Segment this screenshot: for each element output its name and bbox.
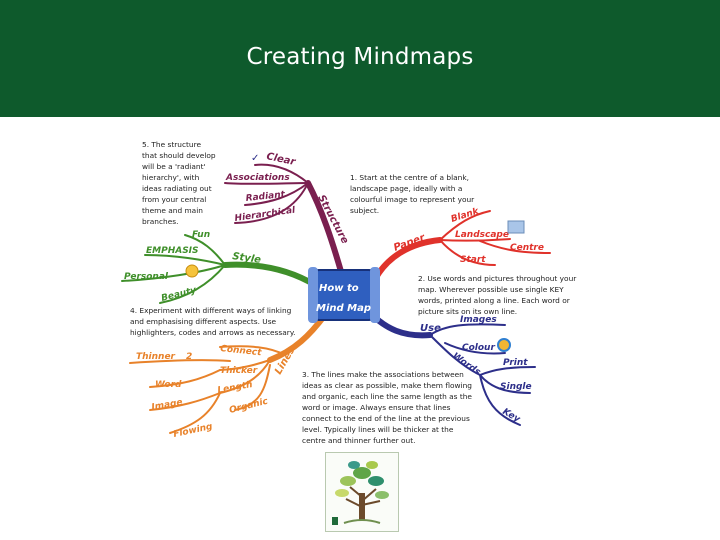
twig-thinner xyxy=(129,359,231,364)
twig-fun xyxy=(184,234,226,266)
svg-text:3. The lines make the associat: 3. The lines make the associations betwe… xyxy=(302,370,464,379)
branch-style xyxy=(222,261,318,288)
kw-two: 2 xyxy=(186,352,192,362)
landscape-page-icon xyxy=(507,220,525,234)
kw-fun: Fun xyxy=(192,230,210,240)
svg-text:subject.: subject. xyxy=(350,206,379,215)
central-image: How to Mind Map xyxy=(308,267,380,323)
kw-centre: Centre xyxy=(510,243,544,253)
kw-start: Start xyxy=(460,255,486,265)
twig-start xyxy=(439,239,496,266)
center-line-2: Mind Map xyxy=(316,303,371,314)
twig-word xyxy=(149,369,221,388)
twig-image xyxy=(149,392,221,411)
label-style: Style xyxy=(232,251,262,266)
twig-words xyxy=(429,334,481,376)
twig-length xyxy=(219,359,271,394)
twig-beauty xyxy=(159,264,226,304)
slide-header: Creating Mindmaps xyxy=(0,0,720,117)
twig-centre xyxy=(479,240,551,254)
svg-text:2. Use words and pictures thro: 2. Use words and pictures throughout you… xyxy=(418,274,577,283)
twig-radiant xyxy=(244,182,309,206)
kw-single: Single xyxy=(500,382,532,392)
twig-associations xyxy=(224,182,309,185)
twig-images xyxy=(429,323,506,336)
svg-text:from your central: from your central xyxy=(142,195,206,204)
tick-icon: ✓ xyxy=(251,153,259,164)
kw-flowing: Flowing xyxy=(173,422,214,440)
kw-personal: Personal xyxy=(124,272,169,282)
kw-emphasis: EMPHASIS xyxy=(146,246,199,256)
kw-connect: Connect xyxy=(220,344,263,358)
kw-word: Word xyxy=(155,380,182,390)
kw-print: Print xyxy=(503,358,528,368)
kw-organic: Organic xyxy=(228,397,269,416)
kw-landscape: Landscape xyxy=(455,230,509,240)
label-lines: Lines xyxy=(273,345,297,376)
svg-text:highlighters, codes and arrows: highlighters, codes and arrows as necess… xyxy=(130,328,296,337)
svg-text:4. Experiment with different w: 4. Experiment with different ways of lin… xyxy=(130,306,292,315)
twig-connect xyxy=(219,345,286,356)
svg-text:1. Start at the centre of a bl: 1. Start at the centre of a blank, xyxy=(350,173,469,182)
kw-images: Images xyxy=(460,315,497,325)
kw-radiant: Radiant xyxy=(245,190,286,204)
svg-text:centre and thinner further out: centre and thinner further out. xyxy=(302,436,415,445)
branch-structure xyxy=(305,180,345,278)
twig-colour xyxy=(444,342,506,355)
svg-text:ideas as clear as possible, ma: ideas as clear as possible, make them fl… xyxy=(302,381,472,390)
twig-blank xyxy=(439,210,491,241)
slide-title: Creating Mindmaps xyxy=(246,44,474,70)
mind-map: How to Mind Map Structure Paper Style Us… xyxy=(121,140,577,445)
label-use: Use xyxy=(420,323,441,334)
svg-text:colourful image to represent y: colourful image to represent your xyxy=(350,195,475,204)
note-use: 2. Use words and pictures throughout you… xyxy=(418,274,577,316)
svg-text:connect to the end of the line: connect to the end of the line at the pr… xyxy=(302,414,470,423)
kw-hierarchical: Hierarchical xyxy=(234,205,297,224)
twig-flowing xyxy=(169,392,221,434)
svg-text:and organic, each line the sam: and organic, each line the same length a… xyxy=(302,392,472,401)
svg-text:ideas radiating out: ideas radiating out xyxy=(142,184,212,193)
svg-text:theme and main: theme and main xyxy=(142,206,203,215)
twig-key xyxy=(479,374,521,426)
svg-text:words, printed along a line. E: words, printed along a line. Each word o… xyxy=(418,296,571,305)
svg-text:that should develop: that should develop xyxy=(142,151,216,160)
twig-hierarchical xyxy=(234,182,309,224)
kw-blank: Blank xyxy=(450,206,481,225)
center-line-1: How to xyxy=(319,283,359,294)
twig-single xyxy=(479,374,531,394)
tree-icon xyxy=(332,461,389,525)
twig-organic xyxy=(234,364,271,411)
svg-text:word or image. Always ensure t: word or image. Always ensure that lines xyxy=(302,403,451,412)
note-style: 4. Experiment with different ways of lin… xyxy=(130,306,296,337)
twig-print xyxy=(479,366,536,376)
kw-thinner: Thinner xyxy=(136,352,176,362)
kw-length: Length xyxy=(217,380,254,396)
kw-colour: Colour xyxy=(462,343,495,353)
kw-beauty: Beauty xyxy=(160,285,198,304)
kw-image: Image xyxy=(151,398,184,413)
svg-text:branches.: branches. xyxy=(142,217,178,226)
twig-clear xyxy=(254,163,309,184)
colour-palette-icon xyxy=(497,338,511,352)
svg-text:map. Wherever possible use sin: map. Wherever possible use single KEY xyxy=(418,285,564,294)
svg-text:landscape page, ideally with a: landscape page, ideally with a xyxy=(350,184,462,193)
svg-text:will be a 'radiant': will be a 'radiant' xyxy=(142,162,206,171)
svg-text:hierarchy', with: hierarchy', with xyxy=(142,173,200,182)
svg-text:5. The structure: 5. The structure xyxy=(142,140,201,149)
svg-text:level. Typically lines will be: level. Typically lines will be thicker a… xyxy=(302,425,454,434)
kw-thicker: Thicker xyxy=(220,366,258,376)
note-structure: 5. The structure that should develop wil… xyxy=(142,140,216,226)
tree-logo xyxy=(325,452,399,532)
twig-landscape xyxy=(439,238,511,242)
twig-emphasis xyxy=(144,254,226,266)
twig-personal xyxy=(121,264,226,282)
svg-text:and emphasising different aspe: and emphasising different aspects. Use xyxy=(130,317,277,326)
kw-key: Key xyxy=(501,407,523,425)
twig-thicker xyxy=(219,359,271,371)
svg-text:picture sits on its own line.: picture sits on its own line. xyxy=(418,307,517,316)
note-lines: 3. The lines make the associations betwe… xyxy=(302,370,472,445)
smiley-icon xyxy=(185,264,199,278)
note-start: 1. Start at the centre of a blank, lands… xyxy=(350,173,475,215)
kw-associations: Associations xyxy=(225,173,290,183)
